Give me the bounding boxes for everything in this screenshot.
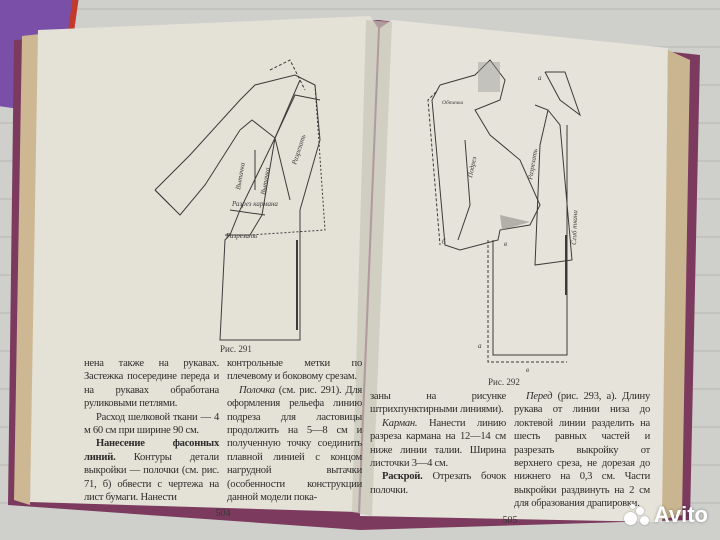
paragraph: Контуры детали выкройки — полочки (см. р… (84, 451, 219, 504)
gutter-shadow (352, 20, 392, 516)
section-heading: Карман. (382, 417, 418, 429)
section-heading: Нанесение фасонных линий. (84, 438, 219, 463)
paragraph: заны на рисунке штрихпунктирными линиями… (370, 391, 506, 416)
left-page-column-2: контрольные метки по плечевому и боковом… (227, 357, 362, 504)
figure-label: Обтачка (442, 99, 464, 106)
page-edges-left (14, 34, 40, 505)
paragraph: (рис. 293, а). Длину рукава от линии низ… (514, 391, 650, 510)
left-page-column-1: нена также на рукавах. Застежка посереди… (84, 357, 219, 504)
left-page (30, 16, 378, 512)
page-edges-right (660, 50, 690, 520)
page-number: 505 (502, 514, 518, 526)
left-page-text: нена также на рукавах. Застежка посереди… (84, 357, 362, 520)
page-number: 504 (215, 508, 231, 520)
figure-label: а (538, 74, 542, 82)
right-page-column-2: Перед (рис. 293, а). Длину рукава от лин… (514, 390, 650, 511)
section-heading: Перед (526, 391, 553, 402)
avito-watermark: Avito (623, 502, 708, 528)
right-page (360, 20, 668, 522)
paragraph: (см. рис. 291). Для оформления рельефа л… (227, 384, 363, 504)
figure-label: а (478, 342, 482, 350)
paragraph: контрольные метки по плечевому и боковом… (227, 358, 362, 383)
figure-291-pattern (154, 59, 326, 341)
paragraph: Расход шелковой ткани — 4 м 60 см при ши… (84, 411, 219, 437)
figure-label: Разрез кармана (231, 200, 278, 208)
figure-292-pattern (427, 59, 582, 363)
figure-label: в (504, 240, 507, 248)
right-page-column-1: заны на рисунке штрихпунктирными линиями… (370, 390, 506, 511)
paragraph: Нанести линию разреза кармана на 12—14 с… (370, 417, 506, 470)
figure-caption: Рис. 291 (220, 344, 252, 354)
avito-logo-icon (623, 504, 650, 526)
avito-watermark-text: Avito (653, 502, 708, 527)
paragraph: Отрезать бочок полочки. (370, 471, 506, 496)
figure-caption: Рис. 292 (488, 377, 520, 387)
section-heading: Раскрой. (382, 471, 423, 483)
paragraph: нена также на рукавах. Застежка посереди… (84, 358, 219, 410)
figure-label: Сгиб ткани (570, 210, 579, 246)
figure-label: в (526, 366, 529, 374)
section-heading: Полочка (239, 384, 275, 396)
figure-label: Разрезать (225, 232, 257, 240)
figure-label: б (442, 238, 446, 246)
right-page-text: заны на рисунке штрихпунктирными линиями… (370, 390, 650, 527)
